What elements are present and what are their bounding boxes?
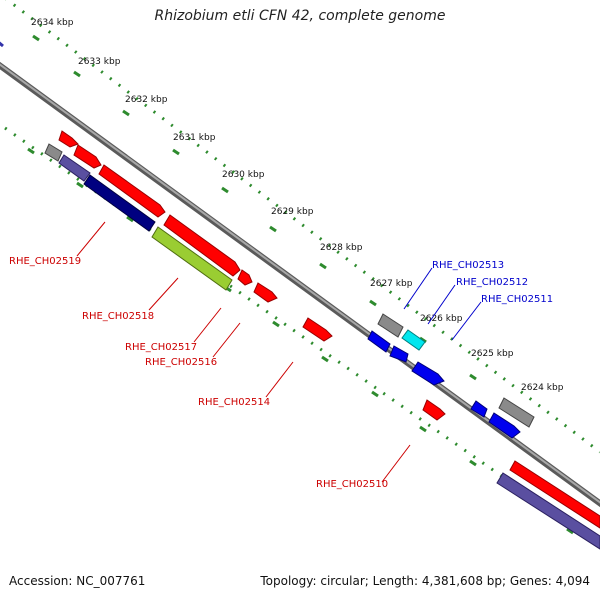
feature-red-7[interactable]: [302, 317, 333, 342]
feature-blue-2[interactable]: [389, 345, 409, 363]
tick-label-2626: 2626 kbp: [420, 314, 463, 324]
gene-label-rhe-ch02510[interactable]: RHE_CH02510: [316, 479, 388, 490]
label-leader-lines: [76, 221, 482, 483]
feature-grey-2[interactable]: [377, 313, 404, 338]
genome-summary-text: Topology: circular; Length: 4,381,608 bp…: [260, 574, 590, 588]
feature-slate-1[interactable]: [58, 154, 91, 182]
feature-red-1[interactable]: [58, 130, 79, 148]
feature-red-3[interactable]: [98, 164, 166, 218]
feature-red-4[interactable]: [163, 214, 241, 277]
tick-label-2631: 2631 kbp: [173, 133, 216, 143]
feature-red-8[interactable]: [422, 399, 446, 421]
map-title: Rhizobium etli CFN 42, complete genome: [154, 8, 446, 24]
outer-major-ticks: [32, 34, 527, 418]
gene-features: [44, 130, 600, 550]
gene-label-rhe-ch02516[interactable]: RHE_CH02516: [145, 357, 217, 368]
feature-cyan-1[interactable]: [401, 329, 426, 351]
tick-label-2630: 2630 kbp: [222, 170, 265, 180]
tick-label-2634: 2634 kbp: [31, 18, 74, 28]
feature-grey-3[interactable]: [498, 397, 535, 428]
inner-major-ticks: [27, 147, 574, 535]
feature-red-9[interactable]: [509, 460, 600, 529]
outer-scale-track: [5, 0, 600, 454]
gene-label-rhe-ch02517[interactable]: RHE_CH02517: [125, 342, 197, 353]
feature-red-6[interactable]: [253, 282, 278, 303]
accession-text: Accession: NC_007761: [9, 574, 146, 588]
scale-tick-labels: 2634 kbp 2633 kbp 2632 kbp 2631 kbp 2630…: [31, 18, 564, 393]
tick-label-2628: 2628 kbp: [320, 243, 363, 253]
tick-label-2629: 2629 kbp: [271, 207, 314, 217]
tick-label-2633: 2633 kbp: [78, 57, 121, 67]
feature-navy-1[interactable]: [83, 174, 156, 232]
feature-blue-3[interactable]: [411, 361, 445, 386]
top-left-fragment: [0, 41, 4, 48]
tick-label-2624: 2624 kbp: [521, 383, 564, 393]
feature-green-1[interactable]: [151, 226, 233, 291]
feature-red-2[interactable]: [73, 144, 102, 169]
feature-blue-4[interactable]: [470, 400, 488, 418]
feature-slate-2[interactable]: [496, 472, 600, 550]
tick-label-2625: 2625 kbp: [471, 349, 514, 359]
tick-label-2632: 2632 kbp: [125, 95, 168, 105]
gene-label-rhe-ch02514[interactable]: RHE_CH02514: [198, 397, 270, 408]
gene-label-rhe-ch02518[interactable]: RHE_CH02518: [82, 311, 154, 322]
gene-label-rhe-ch02511[interactable]: RHE_CH02511: [481, 294, 553, 305]
gene-label-rhe-ch02512[interactable]: RHE_CH02512: [456, 277, 528, 288]
tick-label-2627: 2627 kbp: [370, 279, 413, 289]
feature-blue-5[interactable]: [488, 412, 521, 439]
feature-blue-1[interactable]: [367, 330, 391, 353]
gene-label-rhe-ch02519[interactable]: RHE_CH02519: [9, 256, 81, 267]
feature-grey-1[interactable]: [44, 143, 63, 162]
gene-label-rhe-ch02513[interactable]: RHE_CH02513: [432, 260, 504, 271]
feature-red-5[interactable]: [237, 269, 253, 286]
